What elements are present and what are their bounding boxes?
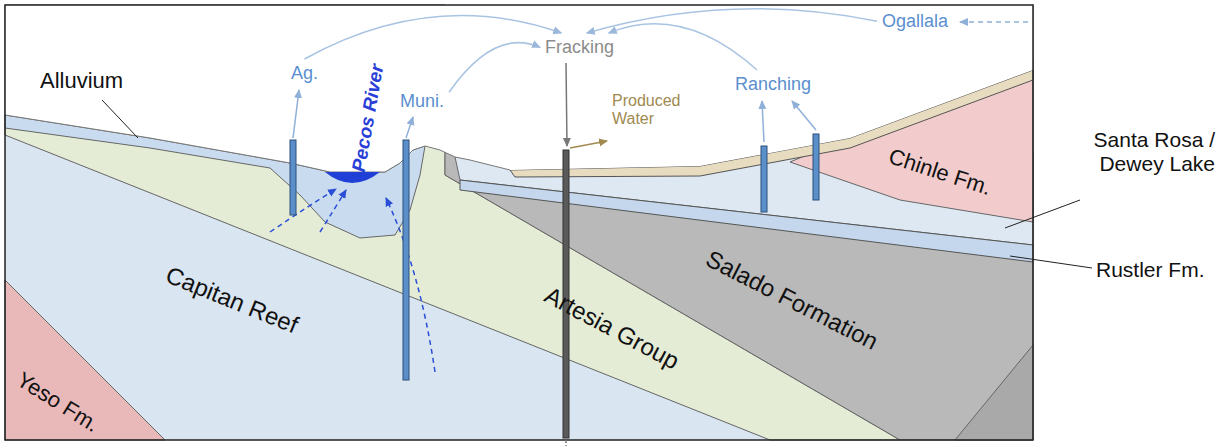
- formation-label: Produced Water: [612, 92, 692, 129]
- formation-label: Santa Rosa / Dewey Lake: [1083, 128, 1215, 176]
- supply-arrow: [406, 117, 413, 138]
- flow-node: Ogallala: [880, 10, 950, 33]
- formation-label: Rustler Fm.: [1096, 258, 1205, 282]
- node-text: Ogallala: [882, 11, 948, 32]
- node-text: Ag.: [291, 63, 318, 84]
- water-flow-connector: [449, 43, 540, 93]
- flow-node: Ranching: [733, 73, 813, 96]
- flow-node: Muni.: [398, 90, 446, 113]
- lower-salado-layer: [955, 345, 1033, 440]
- formation-label: Alluvium: [40, 68, 123, 93]
- ag-well: [290, 140, 296, 215]
- frame: [5, 5, 1033, 440]
- sky: [5, 5, 1033, 172]
- ground-line: [5, 115, 510, 172]
- leader-line: [1010, 256, 1092, 268]
- supply-arrow: [762, 101, 764, 142]
- supply-arrow: [293, 90, 299, 138]
- flow-node: Ag.: [289, 62, 320, 85]
- ranch-well: [761, 146, 767, 212]
- ranch-well: [813, 134, 819, 200]
- muni-well: [403, 140, 409, 380]
- flow-arrow: [270, 189, 336, 232]
- depth-arrow: [565, 440, 567, 446]
- water-flow-connector: [587, 9, 877, 33]
- node-text: Ranching: [735, 74, 811, 95]
- yeso-layer: [5, 280, 165, 440]
- water-flow-connector: [609, 24, 757, 70]
- inflow-arrow: [960, 21, 1028, 23]
- flow-node: Fracking: [543, 36, 616, 59]
- capitan-reef-layer: [5, 5, 1033, 440]
- node-text: Fracking: [545, 37, 614, 58]
- leader-line: [102, 100, 138, 138]
- flow-arrow: [320, 190, 346, 232]
- leader-line: [1005, 200, 1080, 228]
- node-text: Muni.: [400, 91, 444, 112]
- flow-arrow: [386, 198, 435, 372]
- supply-arrow: [792, 101, 816, 130]
- water-flow-connector: [305, 16, 562, 59]
- produced-water-arrow: [570, 141, 607, 148]
- injection-arrow: [566, 63, 567, 146]
- river: [325, 172, 380, 183]
